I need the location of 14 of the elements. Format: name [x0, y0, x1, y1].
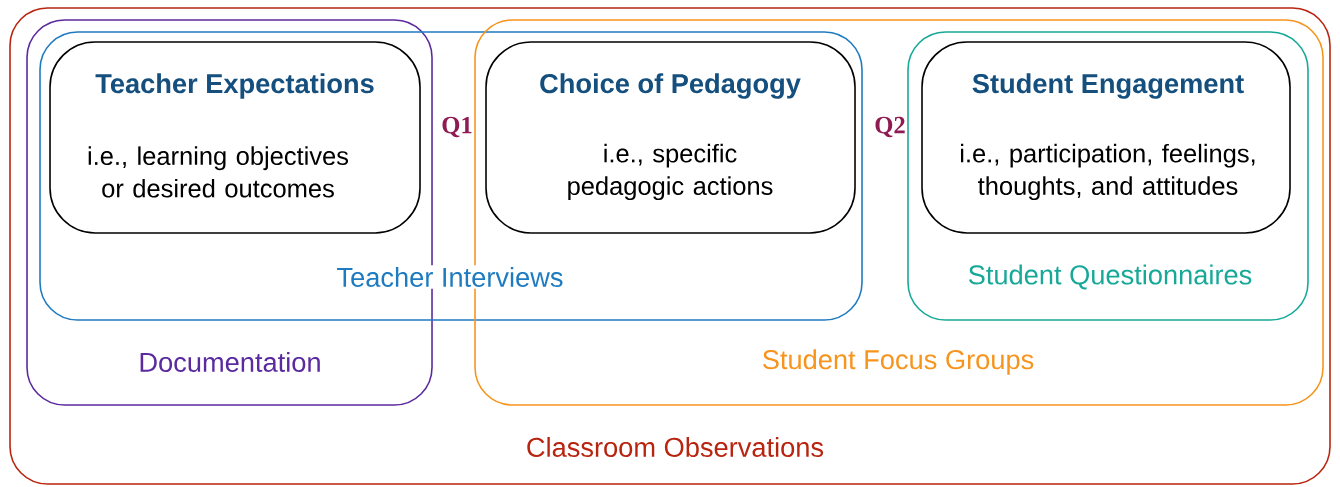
group-title: Classroom Observations — [524, 435, 826, 459]
group-title: Student Focus Groups — [760, 347, 1037, 377]
question-label: Q1 — [442, 116, 472, 138]
group-title: Documentation — [136, 350, 324, 374]
group-frame — [9, 7, 1331, 485]
concept-card: Student Engagement i.e., participation, feelings, thoughts, and attitudes — [921, 41, 1291, 234]
concept-card: Choice of Pedagogy i.e., specific pedagogic actions — [485, 41, 856, 234]
group-frame — [907, 31, 1309, 321]
group-frame — [39, 31, 863, 321]
group-title: Student Questionnaires — [965, 262, 1255, 292]
group-title: Teacher Interviews — [334, 265, 566, 289]
group-frame — [26, 19, 433, 406]
concept-card: Teacher Expectations i.e., learning objectives or desired outcomes — [49, 41, 421, 234]
question-label: Q2 — [875, 116, 905, 138]
